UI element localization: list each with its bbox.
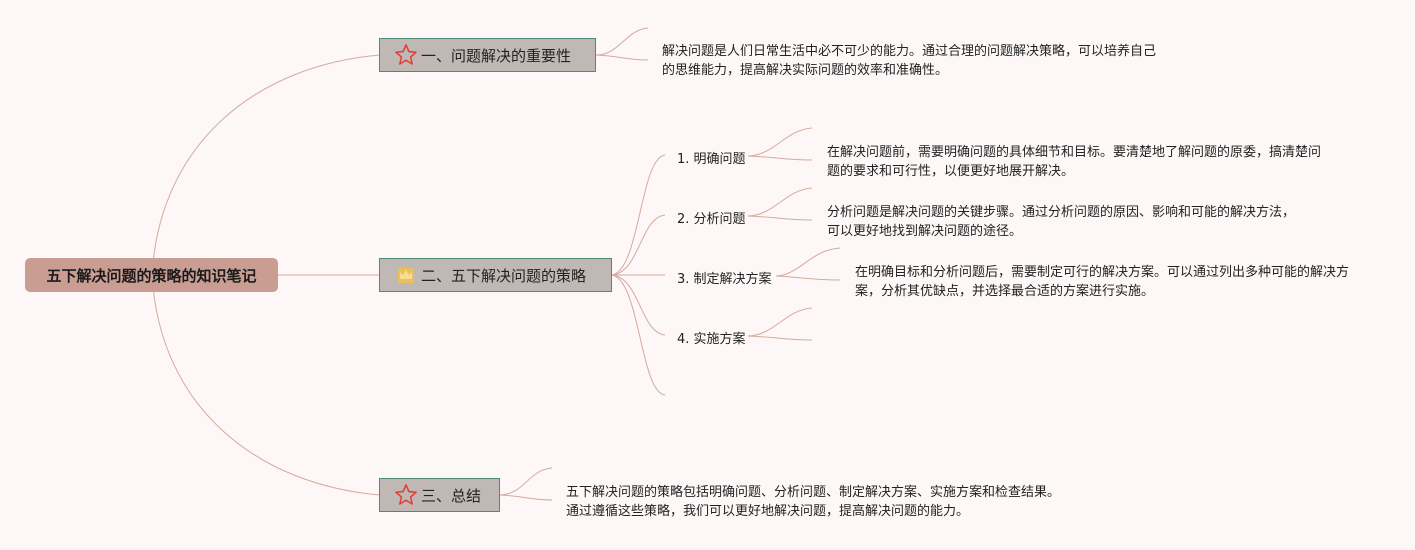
sub-clarify-problem[interactable]: 1. 明确问题 (677, 152, 746, 167)
branch-title: 一、问题解决的重要性 (421, 46, 572, 65)
link-branch-2-sub-2 (611, 214, 666, 276)
branch-importance[interactable]: 一、问题解决的重要性 (379, 38, 596, 72)
sub-analyze-problem[interactable]: 2. 分析问题 (677, 212, 746, 227)
link-root-branch-3 (151, 274, 381, 496)
star-icon (395, 44, 417, 65)
branch-strategies[interactable]: 二、五下解决问题的策略 (379, 258, 612, 292)
branch-title: 三、总结 (421, 486, 482, 505)
link-branch-1-leaf (595, 27, 649, 56)
link-branch-3-leaf (499, 467, 553, 496)
link-branch-2-sub-1 (611, 154, 666, 276)
star-icon (395, 484, 417, 505)
leaf-summary-text: 五下解决问题的策略包括明确问题、分析问题、制定解决方案、实施方案和检查结果。通过… (566, 485, 1061, 519)
leaf-analyze-text: 分析问题是解决问题的关键步骤。通过分析问题的原因、影响和可能的解决方法，可以更好… (827, 205, 1296, 239)
branch-summary[interactable]: 三、总结 (379, 478, 500, 512)
sub-make-plan[interactable]: 3. 制定解决方案 (677, 272, 772, 287)
root-topic[interactable]: 五下解决问题的策略的知识笔记 (25, 258, 278, 292)
leaf-plan-text: 在明确目标和分析问题后，需要制定可行的解决方案。可以通过列出多种可能的解决方案，… (855, 265, 1350, 299)
link-branch-2-sub-4 (611, 274, 666, 336)
crown-icon (398, 268, 414, 283)
leaf-importance-text: 解决问题是人们日常生活中必不可少的能力。通过合理的问题解决策略，可以培养自己的思… (662, 44, 1157, 78)
leaf-clarify-text: 在解决问题前，需要明确问题的具体细节和目标。要清楚地了解问题的原委，搞清楚问题的… (827, 145, 1322, 179)
branch-title: 二、五下解决问题的策略 (421, 266, 587, 285)
sub-implement-plan[interactable]: 4. 实施方案 (677, 332, 746, 347)
root-title: 五下解决问题的策略的知识笔记 (46, 266, 257, 285)
link-root-branch-1 (151, 54, 381, 276)
